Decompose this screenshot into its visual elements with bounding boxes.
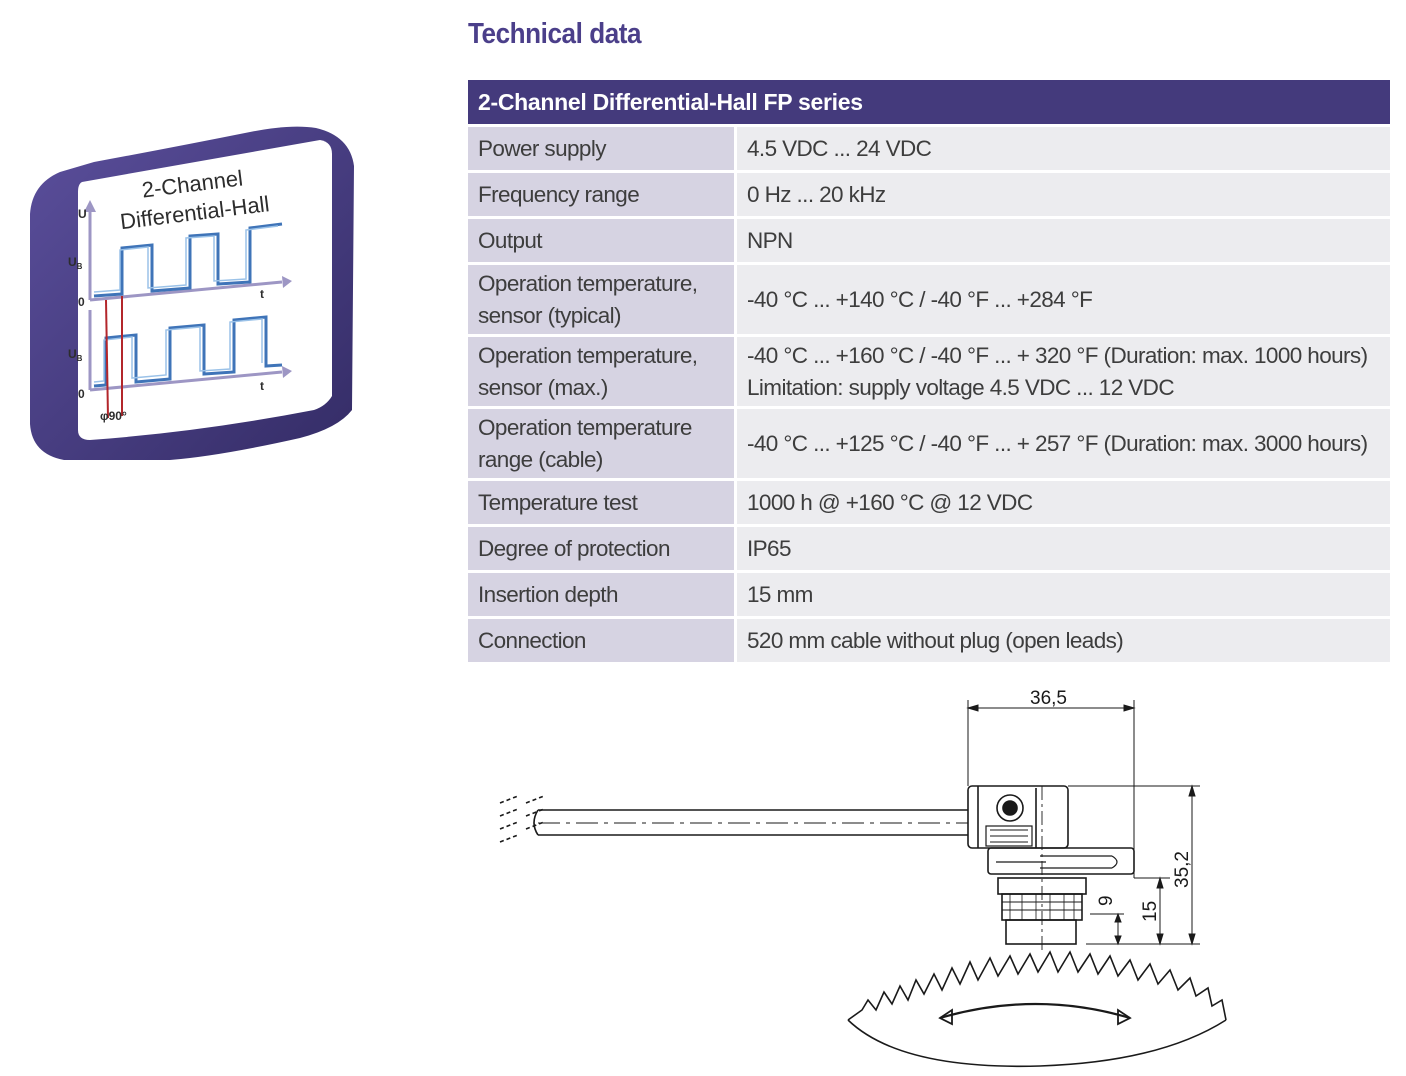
table-row: Operation temperature, sensor (typical) … — [468, 265, 1390, 337]
spec-value: 15 mm — [737, 573, 1390, 619]
dimension-lines — [966, 700, 1200, 946]
spec-table-header: 2-Channel Differential-Hall FP series — [468, 80, 1390, 127]
dimension-height-label: 35,2 — [1172, 851, 1193, 888]
table-row: Frequency range 0 Hz ... 20 kHz — [468, 173, 1390, 219]
table-row: Operation temperature range (cable) -40 … — [468, 409, 1390, 481]
spec-value: 4.5 VDC ... 24 VDC — [737, 127, 1390, 173]
spec-value: -40 °C ... +160 °C / -40 °F ... + 320 °F… — [737, 337, 1390, 409]
axis-t-label-1: t — [260, 287, 264, 301]
dimension-insertion-label: 15 — [1140, 901, 1161, 922]
sensor-head — [967, 785, 1135, 950]
spec-label: Output — [468, 219, 737, 265]
dimension-nine-label: 9 — [1096, 895, 1117, 906]
table-row: Output NPN — [468, 219, 1390, 265]
table-row: Degree of protection IP65 — [468, 527, 1390, 573]
spec-value: 520 mm cable without plug (open leads) — [737, 619, 1390, 665]
axis-ub-label-2: UB — [68, 347, 83, 363]
spec-label: Insertion depth — [468, 573, 737, 619]
axis-zero-label-2: 0 — [78, 387, 85, 401]
spec-table: 2-Channel Differential-Hall FP series Po… — [468, 80, 1390, 665]
spec-label: Power supply — [468, 127, 737, 173]
axis-t-label-2: t — [260, 379, 264, 393]
table-row: Insertion depth 15 mm — [468, 573, 1390, 619]
dimension-drawing: 36,5 35,2 15 9 — [499, 688, 1227, 1068]
phase-markers — [105, 296, 123, 419]
axis-zero-label-1: 0 — [78, 295, 85, 309]
sensor-cable — [533, 809, 968, 836]
spec-value: 0 Hz ... 20 kHz — [737, 173, 1390, 219]
spec-label: Temperature test — [468, 481, 737, 527]
phase-shift-label: φ90° — [100, 409, 127, 423]
table-row: Power supply 4.5 VDC ... 24 VDC — [468, 127, 1390, 173]
spec-label: Connection — [468, 619, 737, 665]
axis-u-label: U — [78, 207, 87, 221]
spec-value: IP65 — [737, 527, 1390, 573]
spec-label: Operation temperature, sensor (typical) — [468, 265, 737, 337]
table-row: Operation temperature, sensor (max.) -40… — [468, 337, 1390, 409]
spec-value: 1000 h @ +160 °C @ 12 VDC — [737, 481, 1390, 527]
dimension-width-label: 36,5 — [1030, 688, 1067, 709]
spec-label: Frequency range — [468, 173, 737, 219]
table-row: Temperature test 1000 h @ +160 °C @ 12 V… — [468, 481, 1390, 527]
gear-wheel-segment — [847, 950, 1227, 1068]
spec-value: -40 °C ... +140 °C / -40 °F ... +284 °F — [737, 265, 1390, 337]
spec-value: NPN — [737, 219, 1390, 265]
page-title: Technical data — [468, 18, 642, 50]
spec-label: Operation temperature range (cable) — [468, 409, 737, 481]
spec-label: Degree of protection — [468, 527, 737, 573]
spec-label: Operation temperature, sensor (max.) — [468, 337, 737, 409]
differential-hall-badge: 2-Channel Differential-Hall U UB 0 t UB … — [30, 126, 354, 461]
spec-value: -40 °C ... +125 °C / -40 °F ... + 257 °F… — [737, 409, 1390, 481]
table-row: Connection 520 mm cable without plug (op… — [468, 619, 1390, 665]
axis-ub-label-1: UB — [68, 255, 83, 271]
